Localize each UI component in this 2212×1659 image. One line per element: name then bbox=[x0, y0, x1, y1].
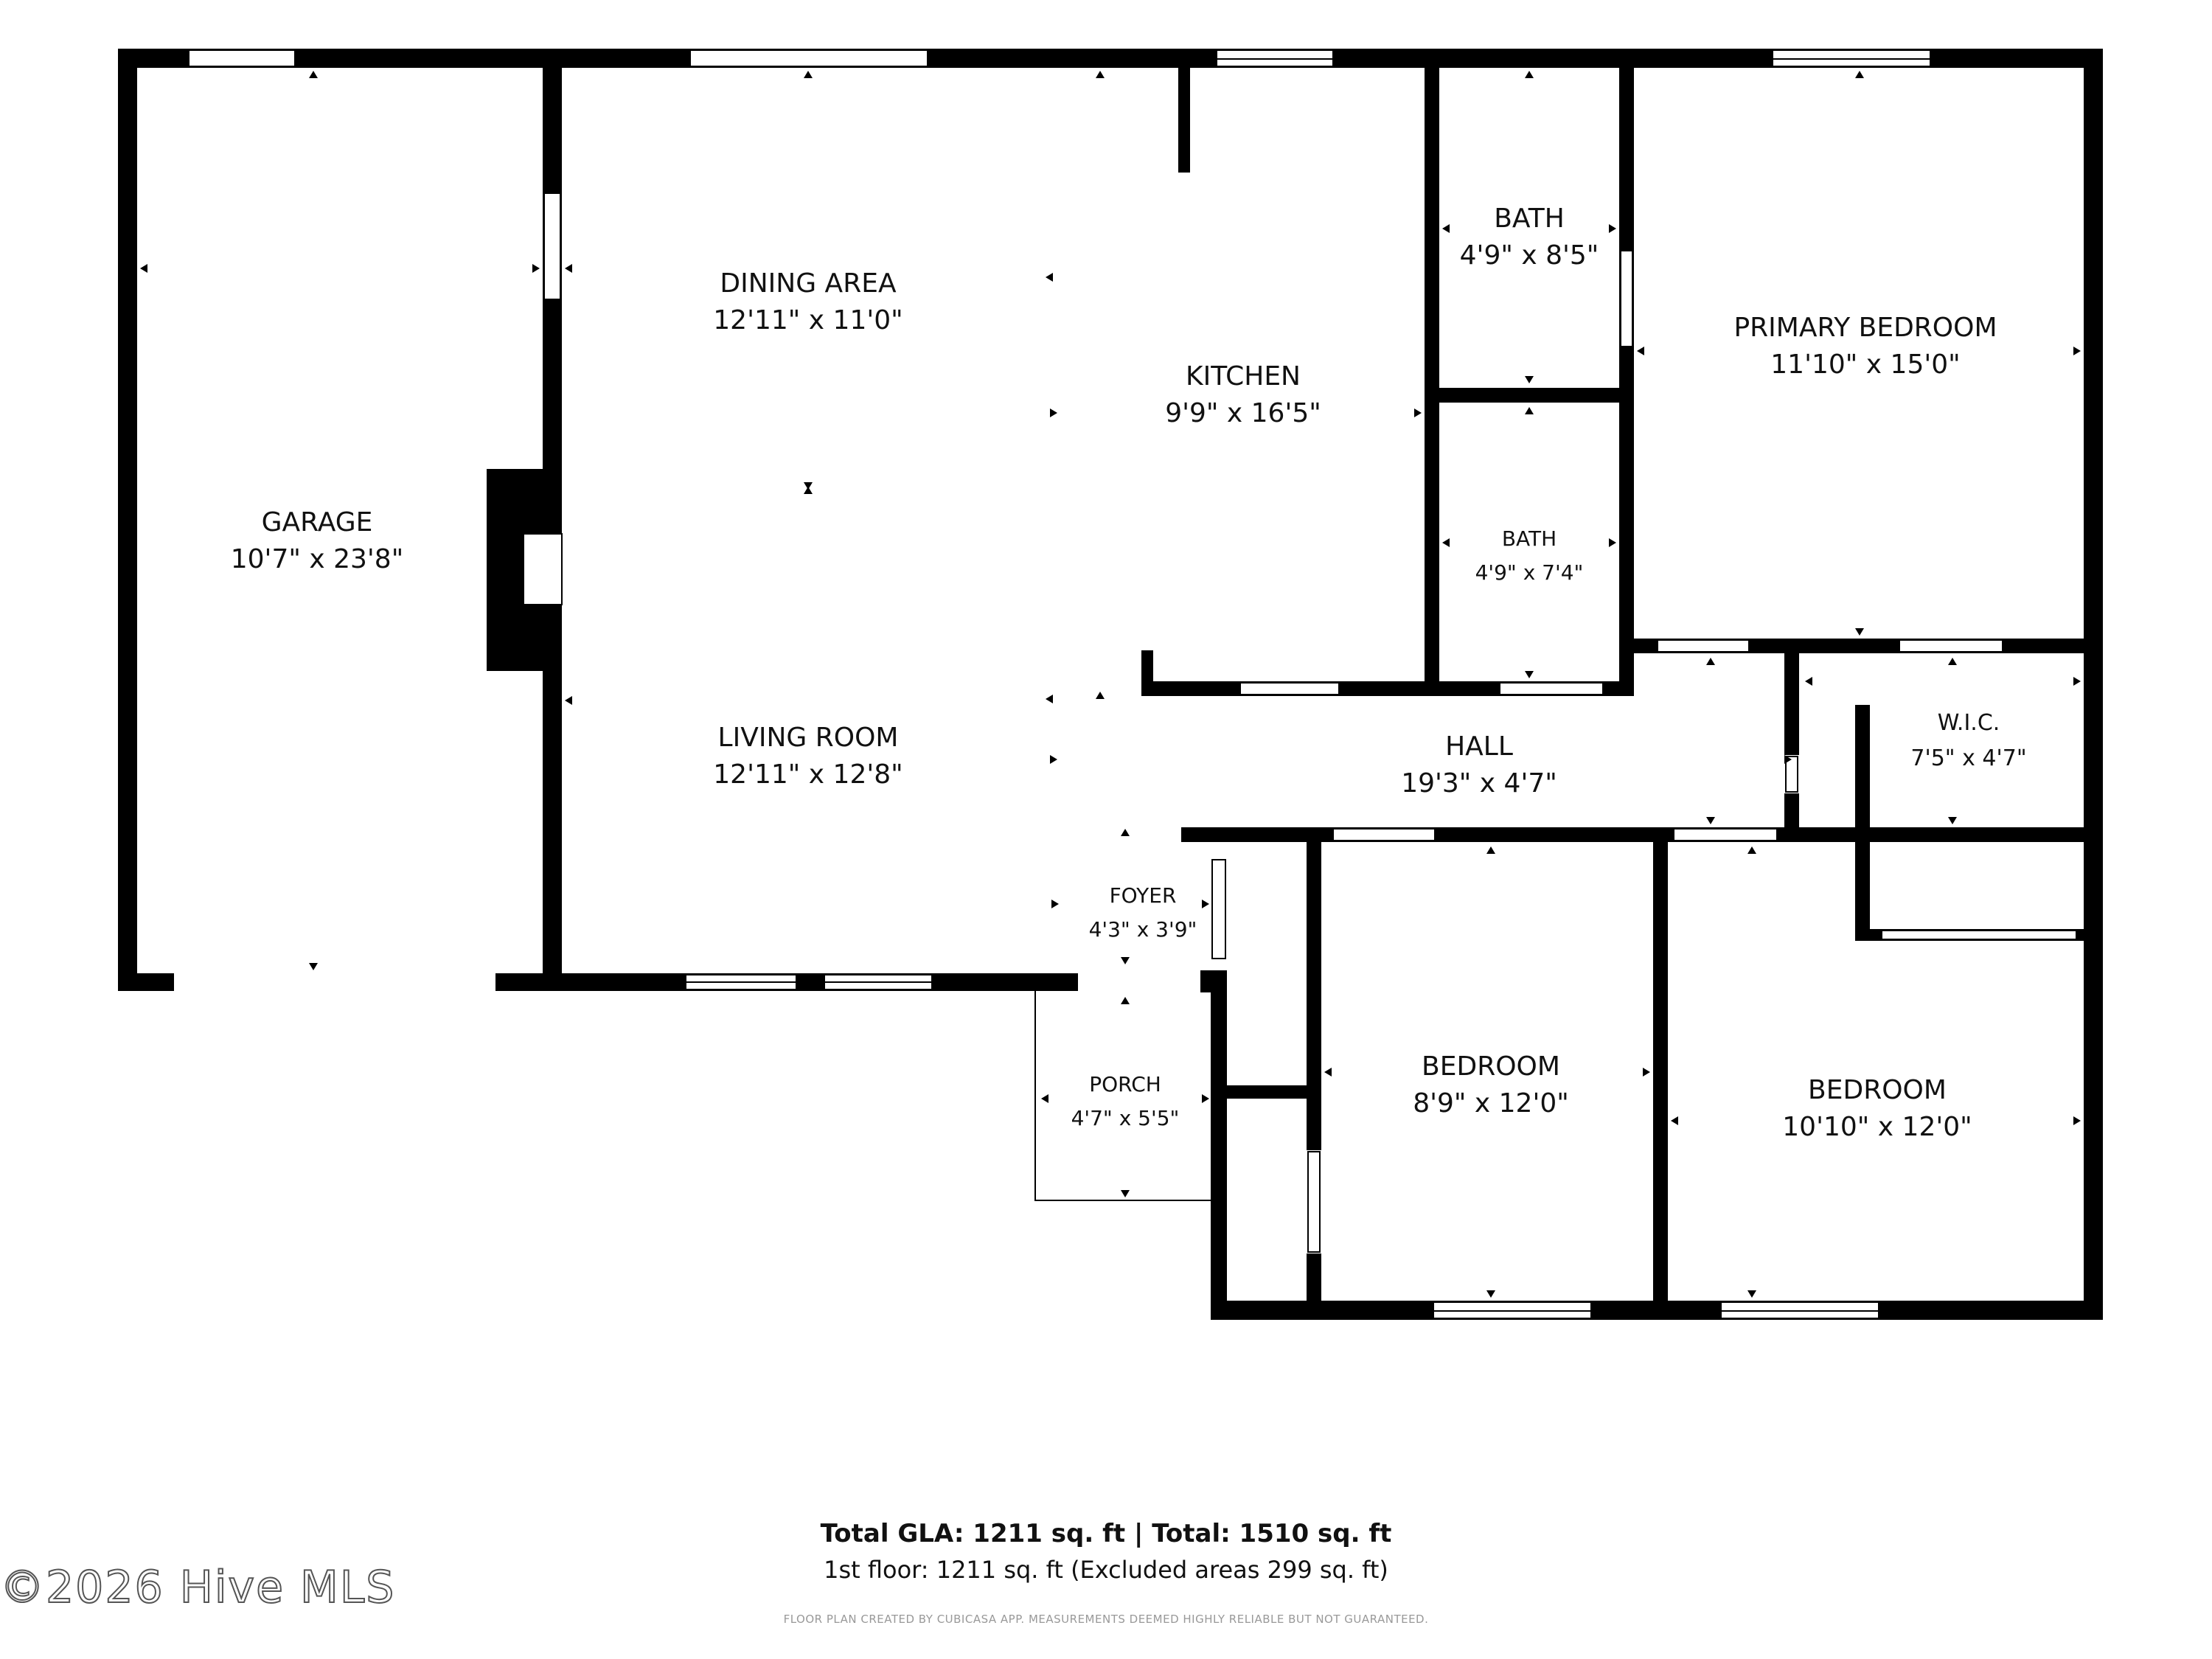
dims-bath2: 4'9" x 7'4" bbox=[1475, 560, 1584, 585]
wall-wic-left bbox=[1784, 639, 1799, 755]
room-labels: GARAGE 10'7" x 23'8" DINING AREA 12'11" … bbox=[231, 204, 2027, 1142]
dims-primary: 11'10" x 15'0" bbox=[1770, 349, 1960, 380]
wall-bath-divider bbox=[1425, 388, 1634, 403]
wall-garage-left bbox=[118, 49, 137, 991]
opening-bath2-bottom bbox=[1499, 682, 1604, 695]
opening-wic-left bbox=[1785, 756, 1798, 793]
wall-kitchen-stub bbox=[1178, 66, 1190, 173]
floor-area: 1st floor: 1211 sq. ft (Excluded areas 2… bbox=[824, 1556, 1388, 1584]
watermark: ©2026 Hive MLS bbox=[0, 1561, 396, 1614]
wall-kitchen-bath bbox=[1425, 49, 1439, 695]
wall-wing-left-upper bbox=[1200, 970, 1227, 992]
dims-wic: 7'5" x 4'7" bbox=[1910, 745, 2026, 771]
wall-garage-bottom-left bbox=[118, 973, 174, 991]
dims-garage: 10'7" x 23'8" bbox=[231, 544, 404, 574]
window-closet bbox=[1881, 930, 2077, 940]
wall-closet-vertical bbox=[1855, 705, 1870, 939]
label-primary: PRIMARY BEDROOM bbox=[1733, 313, 1997, 343]
window-panes bbox=[686, 58, 1930, 1312]
label-bath2: BATH bbox=[1502, 526, 1557, 551]
dims-foyer: 4'3" x 3'9" bbox=[1089, 917, 1197, 942]
wall-bedroom1-left-lower bbox=[1307, 1253, 1321, 1320]
dims-bath1: 4'9" x 8'5" bbox=[1460, 240, 1599, 271]
wall-kitchen-bottom-stub bbox=[1141, 650, 1153, 696]
opening-dining-top bbox=[689, 49, 928, 67]
label-bath1: BATH bbox=[1494, 204, 1565, 234]
area-summary: Total GLA: 1211 sq. ft | Total: 1510 sq.… bbox=[820, 1519, 1392, 1548]
opening-bedroom1-left bbox=[1307, 1151, 1321, 1253]
label-kitchen: KITCHEN bbox=[1186, 361, 1301, 392]
opening-garage-divider bbox=[543, 192, 561, 300]
label-hall: HALL bbox=[1445, 731, 1513, 762]
dims-kitchen: 9'9" x 16'5" bbox=[1165, 398, 1321, 428]
opening-wic-top bbox=[1899, 639, 2003, 653]
wall-closet1-shelf bbox=[1211, 1085, 1321, 1099]
opening-primary-bottom bbox=[1657, 639, 1750, 653]
wall-bath-primary bbox=[1619, 49, 1634, 695]
wall-right bbox=[2084, 49, 2103, 1320]
opening-bedroom2-top bbox=[1673, 828, 1778, 841]
wall-foyer-top bbox=[1181, 827, 1321, 842]
wall-living-bottom bbox=[543, 973, 1078, 991]
label-bedroom1: BEDROOM bbox=[1422, 1051, 1560, 1082]
dims-bedroom1: 8'9" x 12'0" bbox=[1413, 1088, 1569, 1119]
dims-hall: 19'3" x 4'7" bbox=[1401, 768, 1557, 799]
dims-dining: 12'11" x 11'0" bbox=[713, 305, 902, 335]
wall-bedroom-divider bbox=[1653, 827, 1668, 1320]
label-wic: W.I.C. bbox=[1938, 710, 2000, 736]
dims-living: 12'11" x 12'8" bbox=[713, 759, 902, 790]
porch-outline bbox=[1034, 991, 1212, 1201]
disclaimer: FLOOR PLAN CREATED BY CUBICASA APP. MEAS… bbox=[783, 1613, 1429, 1626]
opening-bath-primary bbox=[1620, 250, 1633, 347]
label-foyer: FOYER bbox=[1110, 883, 1177, 908]
wall-wing-left bbox=[1211, 970, 1227, 1320]
label-bedroom2: BEDROOM bbox=[1808, 1075, 1947, 1105]
opening-foyer-side bbox=[1211, 859, 1226, 959]
wall-wic-left-lower bbox=[1784, 793, 1799, 829]
dims-bedroom2: 10'10" x 12'0" bbox=[1782, 1112, 1972, 1142]
label-garage: GARAGE bbox=[262, 507, 373, 538]
measure-markers bbox=[140, 71, 2081, 1298]
label-dining: DINING AREA bbox=[720, 268, 897, 299]
label-living: LIVING ROOM bbox=[718, 723, 899, 753]
dims-porch: 4'7" x 5'5" bbox=[1071, 1106, 1180, 1130]
opening-kitchen-bottom bbox=[1239, 682, 1340, 695]
opening-bedroom1-top bbox=[1332, 828, 1436, 841]
wall-bedroom1-left bbox=[1307, 827, 1321, 1150]
fireplace-detail bbox=[510, 491, 563, 649]
opening-garage-top bbox=[188, 49, 296, 67]
label-porch: PORCH bbox=[1089, 1072, 1161, 1096]
